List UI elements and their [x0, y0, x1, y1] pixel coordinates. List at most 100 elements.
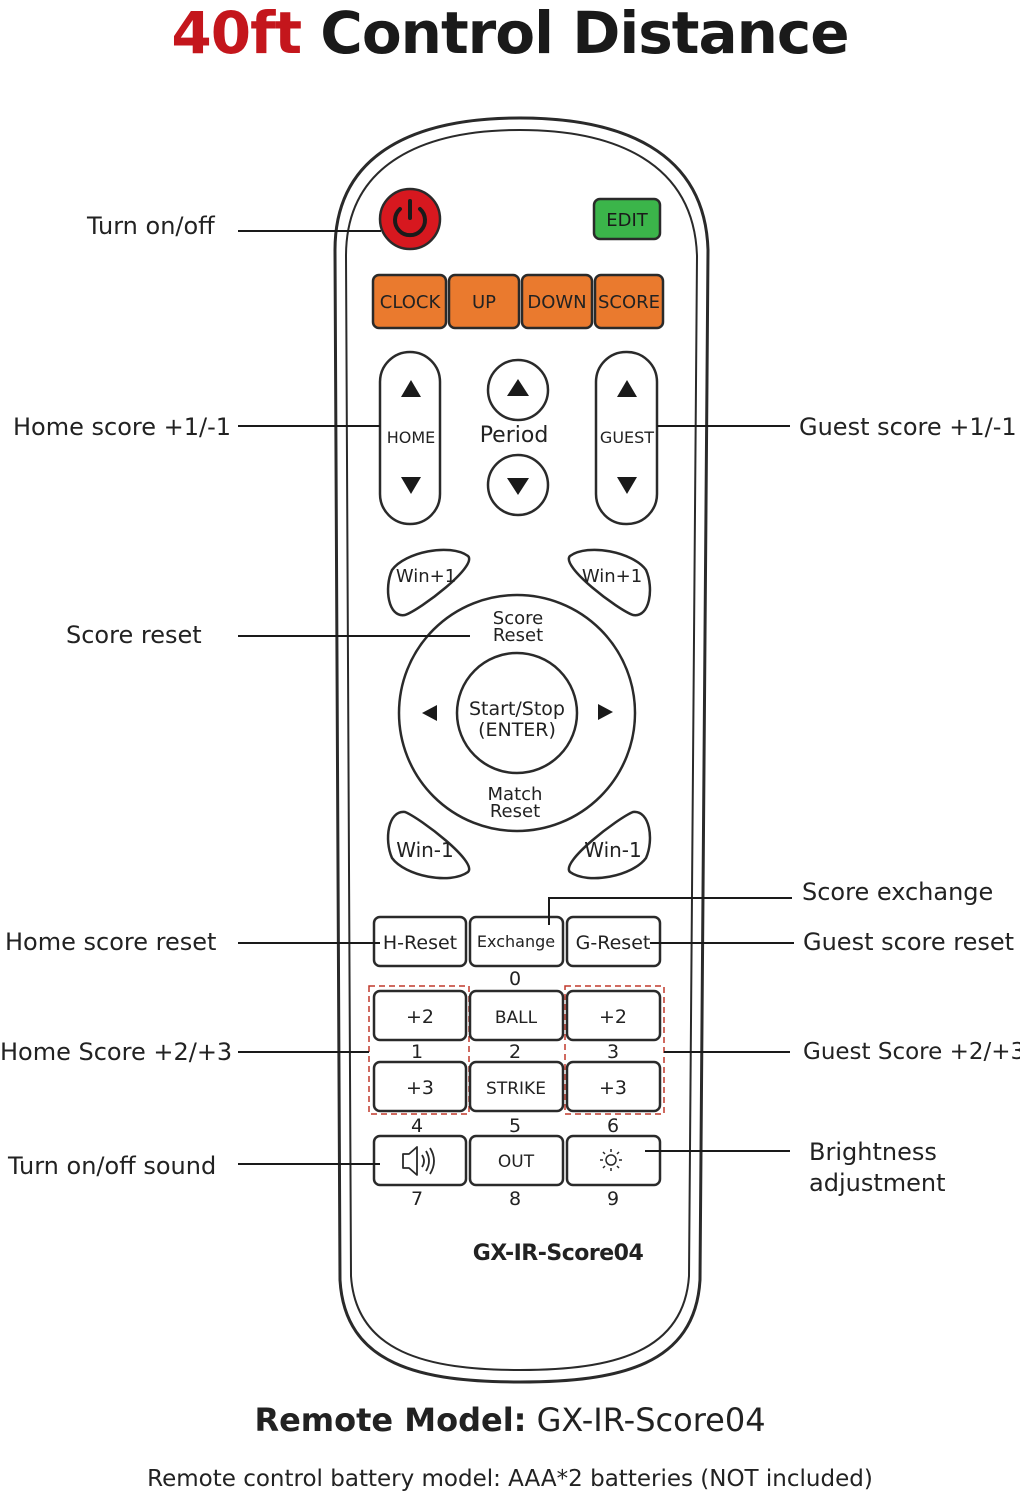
win-plus-right-label: Win+1 [582, 566, 642, 587]
down-label: DOWN [527, 292, 586, 313]
callout-turn-on-off: Turn on/off [87, 212, 215, 240]
home-plus2-label: +2 [406, 1006, 434, 1028]
sound-button[interactable] [372, 1134, 468, 1187]
digit-0: 0 [509, 968, 521, 990]
ball-label: BALL [495, 1008, 538, 1028]
model-label: Remote Model: [254, 1401, 527, 1439]
callout-home-score-reset: Home score reset [5, 928, 217, 956]
win-plus-left-button[interactable]: Win+1 [386, 548, 471, 617]
guest-down-arrow-icon [617, 477, 637, 494]
title-distance: 40ft [171, 0, 302, 67]
callout-brightness-line2: adjustment [809, 1169, 946, 1197]
title-rest: Control Distance [320, 0, 849, 67]
digit-3: 3 [607, 1041, 619, 1063]
down-button[interactable]: DOWN [520, 273, 594, 330]
remote-model-line: Remote Model: GX-IR-Score04 [0, 1400, 1020, 1440]
g-reset-label: G-Reset [576, 932, 651, 954]
dpad-right-arrow-icon [598, 704, 613, 720]
dpad-bottom-line1: Match [488, 784, 543, 805]
up-button[interactable]: UP [447, 273, 521, 330]
callout-home-score-23: Home Score +2/+3 [0, 1038, 233, 1066]
guest-label: GUEST [600, 428, 654, 447]
callout-score-exchange: Score exchange [802, 878, 994, 906]
home-plus2-button[interactable]: +2 [372, 989, 468, 1042]
out-button[interactable]: OUT [468, 1134, 565, 1187]
edit-label: EDIT [606, 210, 649, 231]
home-plus3-label: +3 [406, 1077, 434, 1099]
callout-guest-score-23: Guest Score +2/+3 [803, 1039, 1020, 1065]
remote-body-inner [344, 128, 699, 1372]
win-minus-right-label: Win-1 [584, 838, 642, 862]
remote-model-label: GX-IR-Score04 [473, 1241, 644, 1266]
clock-label: CLOCK [380, 292, 442, 313]
guest-up-arrow-icon [617, 380, 637, 397]
exchange-label: Exchange [477, 932, 555, 951]
home-score-group-outline [368, 985, 470, 1115]
home-up-arrow-icon [401, 380, 421, 397]
digit-7: 7 [411, 1188, 423, 1210]
callout-guest-score: Guest score +1/-1 [799, 413, 1017, 441]
exchange-button[interactable]: Exchange [468, 915, 565, 968]
score-label: SCORE [598, 292, 660, 313]
win-minus-right-button[interactable]: Win-1 [567, 810, 652, 880]
win-plus-right-button[interactable]: Win+1 [567, 548, 652, 617]
home-plus3-button[interactable]: +3 [372, 1060, 468, 1113]
win-minus-left-label: Win-1 [396, 838, 454, 862]
win-plus-left-label: Win+1 [396, 566, 456, 587]
digit-4: 4 [411, 1115, 423, 1137]
power-button[interactable] [378, 187, 442, 251]
enter-line1: Start/Stop [469, 698, 565, 720]
callout-guest-score-reset: Guest score reset [803, 928, 1015, 956]
digit-6: 6 [607, 1115, 619, 1137]
out-label: OUT [498, 1152, 535, 1172]
score-button[interactable]: SCORE [593, 273, 665, 330]
digit-8: 8 [509, 1188, 521, 1210]
strike-button[interactable]: STRIKE [468, 1060, 565, 1113]
page-title: 40ft Control Distance [0, 0, 1020, 66]
callout-sound: Turn on/off sound [8, 1152, 217, 1180]
guest-plus2-label: +2 [599, 1006, 627, 1028]
digit-1: 1 [411, 1041, 423, 1063]
digit-9: 9 [607, 1188, 619, 1210]
guest-score-group-outline [564, 985, 665, 1115]
home-down-arrow-icon [401, 477, 421, 494]
g-reset-button[interactable]: G-Reset [565, 915, 662, 968]
digit-5: 5 [509, 1115, 521, 1137]
strike-label: STRIKE [486, 1079, 546, 1099]
callout-line-exchange [548, 897, 792, 925]
callout-home-score: Home score +1/-1 [13, 413, 232, 441]
guest-plus3-label: +3 [599, 1077, 627, 1099]
guest-plus3-button[interactable]: +3 [565, 1060, 662, 1113]
remote-body-outer [333, 116, 710, 1384]
power-icon [393, 199, 427, 238]
dpad-bottom-line2: Reset [490, 801, 540, 822]
guest-rocker[interactable]: GUEST [594, 350, 659, 526]
up-label: UP [472, 292, 496, 313]
ball-button[interactable]: BALL [468, 989, 565, 1042]
h-reset-button[interactable]: H-Reset [372, 915, 468, 968]
h-reset-label: H-Reset [383, 932, 457, 954]
period-down-button[interactable] [486, 453, 550, 517]
brightness-button[interactable] [565, 1134, 662, 1187]
digit-2: 2 [509, 1041, 521, 1063]
sound-icon [402, 1146, 435, 1176]
win-minus-left-button[interactable]: Win-1 [386, 810, 471, 880]
edit-button[interactable]: EDIT [592, 197, 662, 241]
home-label: HOME [387, 428, 436, 447]
guest-plus2-button[interactable]: +2 [565, 989, 662, 1042]
period-down-arrow-icon [507, 478, 529, 495]
period-up-arrow-icon [507, 379, 529, 396]
clock-button[interactable]: CLOCK [371, 273, 448, 330]
period-label: Period [480, 423, 549, 448]
enter-line2: (ENTER) [478, 719, 556, 741]
dpad-top-line1: Score [493, 608, 543, 629]
brightness-icon [600, 1149, 622, 1171]
enter-button[interactable]: Start/Stop (ENTER) [455, 651, 579, 775]
dpad-top-line2: Reset [493, 625, 543, 646]
model-value: GX-IR-Score04 [536, 1401, 766, 1439]
period-up-button[interactable] [486, 358, 550, 422]
callout-brightness-line1: Brightness [809, 1138, 937, 1166]
home-rocker[interactable]: HOME [378, 350, 442, 526]
battery-note: Remote control battery model: AAA*2 batt… [147, 1466, 873, 1492]
